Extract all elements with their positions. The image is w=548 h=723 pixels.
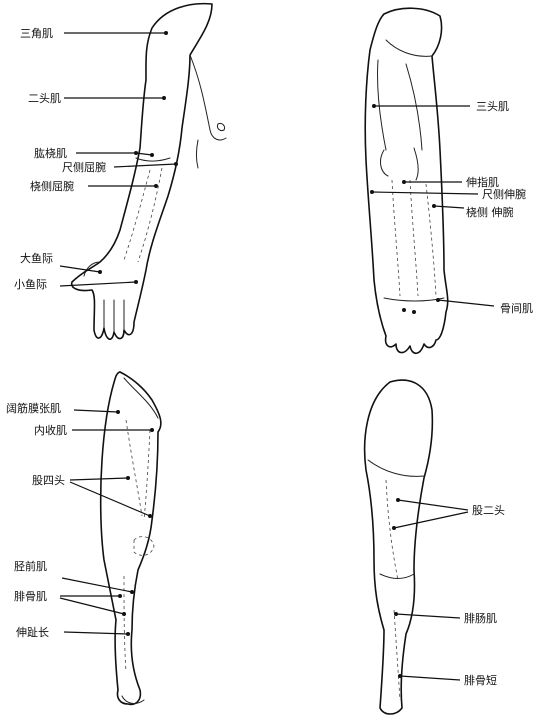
label-peroneus-short: 腓骨短 bbox=[464, 673, 497, 687]
arm-back-forearm-line-1 bbox=[391, 179, 401, 297]
leg-front-thigh-line-2 bbox=[143, 429, 151, 521]
motor-point-biceps bbox=[162, 96, 166, 100]
label-extensor-toe: 伸趾长 bbox=[16, 625, 49, 639]
arm-back-forearm-line-3 bbox=[425, 183, 437, 297]
arm-front-outline bbox=[70, 2, 213, 340]
leg-front-shin-line bbox=[123, 575, 127, 673]
motor-point-extensor-carpi-radialis bbox=[432, 204, 436, 208]
leg-front-patella bbox=[133, 536, 155, 556]
arm-back-shoulder-cap bbox=[385, 39, 433, 57]
lead-biceps-femoris-2 bbox=[393, 511, 469, 529]
label-hypothenar: 小鱼际 bbox=[14, 277, 47, 291]
arm-back-panel: 三头肌 伸指肌 尺侧伸腕 桡侧 伸腕 骨间肌 bbox=[364, 7, 533, 355]
motor-point-peroneus-1 bbox=[118, 594, 122, 598]
leg-back-buttock-crease bbox=[367, 459, 425, 477]
lead-peroneus-2 bbox=[59, 597, 125, 615]
arm-front-armpit-line bbox=[196, 139, 199, 169]
lead-extensor-carpi-radialis bbox=[433, 205, 465, 209]
leg-front-thigh-line-1 bbox=[125, 419, 143, 517]
motor-point-biceps-femoris-1 bbox=[396, 498, 400, 502]
motor-point-interosseous-2 bbox=[402, 308, 406, 312]
motor-point-tibialis-anterior bbox=[130, 590, 134, 594]
arm-back-forearm-line-2 bbox=[409, 179, 419, 297]
motor-point-biceps-femoris-2 bbox=[392, 526, 396, 530]
arm-front-elbow-crease bbox=[135, 157, 171, 162]
motor-point-hypothenar bbox=[134, 280, 138, 284]
lead-interosseous bbox=[437, 299, 495, 307]
label-thenar: 大鱼际 bbox=[20, 251, 53, 265]
motor-point-quadriceps-2 bbox=[148, 514, 152, 518]
motor-point-triceps bbox=[372, 104, 376, 108]
label-deltoid: 三角肌 bbox=[20, 27, 53, 40]
leg-back-outline bbox=[363, 379, 434, 715]
leg-back-calf-line bbox=[393, 609, 401, 701]
label-peroneus: 腓骨肌 bbox=[14, 590, 47, 603]
lead-extensor-carpi-ulnaris bbox=[371, 191, 479, 195]
label-flexor-carpi-radialis: 桡侧屈腕 bbox=[30, 179, 74, 193]
lead-thenar bbox=[59, 265, 101, 273]
arm-front-thumb bbox=[83, 261, 101, 277]
motor-point-peroneus-short bbox=[398, 674, 402, 678]
motor-point-deltoid bbox=[164, 31, 168, 35]
lead-peroneus-short bbox=[399, 675, 461, 681]
motor-point-extensor-toe bbox=[126, 632, 130, 636]
motor-point-brachioradialis-2 bbox=[150, 153, 154, 157]
motor-point-interosseous-3 bbox=[412, 310, 416, 314]
arm-back-triceps-edge-1 bbox=[376, 59, 387, 151]
lead-extensor-toe bbox=[63, 631, 129, 635]
motor-point-peroneus-2 bbox=[122, 612, 126, 616]
label-extensor-carpi-ulnaris: 尺侧伸腕 bbox=[482, 187, 526, 201]
arm-back-wrist bbox=[383, 297, 445, 302]
lead-flexor-carpi-ulnaris bbox=[113, 163, 177, 168]
motor-point-adductor bbox=[150, 428, 154, 432]
leg-front-outline bbox=[99, 371, 162, 706]
label-flexor-carpi-ulnaris: 尺侧屈腕 bbox=[62, 160, 106, 174]
lead-gastrocnemius bbox=[395, 613, 461, 619]
label-extensor-digitorum: 伸指肌 bbox=[466, 175, 499, 189]
arm-front-chest-line bbox=[189, 54, 227, 141]
motor-point-quadriceps-1 bbox=[126, 476, 130, 480]
motor-point-extensor-carpi-ulnaris bbox=[370, 190, 374, 194]
lead-hypothenar bbox=[59, 281, 137, 287]
lead-quadriceps-1 bbox=[69, 477, 129, 481]
arm-back-outline bbox=[364, 7, 449, 355]
leg-back-thigh-line bbox=[385, 479, 399, 581]
motor-point-flexor-carpi-ulnaris bbox=[174, 162, 178, 166]
arm-back-triceps-edge-2 bbox=[405, 63, 423, 151]
label-tensor-fasciae-latae: 阔筋膜张肌 bbox=[6, 401, 61, 415]
leg-front-panel: 阔筋膜张肌 内收肌 股四头 胫前肌 腓骨肌 伸趾长 bbox=[6, 371, 162, 706]
leg-back-knee bbox=[379, 573, 415, 579]
arm-back-elbow bbox=[380, 147, 419, 181]
label-adductor: 内收肌 bbox=[34, 423, 67, 437]
motor-point-thenar bbox=[98, 270, 102, 274]
label-interosseous: 骨间肌 bbox=[500, 302, 533, 315]
leg-front-hip-line bbox=[123, 377, 159, 419]
leg-back-panel: 股二头 腓肠肌 腓骨短 bbox=[363, 379, 505, 715]
motor-point-tensor-fasciae-latae bbox=[116, 410, 120, 414]
arm-front-nipple bbox=[217, 123, 225, 131]
motor-point-gastrocnemius bbox=[394, 612, 398, 616]
label-quadriceps: 股四头 bbox=[32, 474, 65, 487]
arm-front-fingers bbox=[103, 299, 125, 333]
lead-biceps-femoris-1 bbox=[397, 499, 469, 511]
arm-front-forearm-line-2 bbox=[137, 167, 163, 263]
label-gastrocnemius: 腓肠肌 bbox=[464, 612, 497, 625]
lead-quadriceps-2 bbox=[69, 481, 151, 517]
label-biceps-femoris: 股二头 bbox=[472, 504, 505, 517]
label-extensor-carpi-radialis: 桡侧 伸腕 bbox=[466, 205, 514, 219]
lead-tensor-fasciae-latae bbox=[73, 409, 119, 413]
arm-front-forearm-line-1 bbox=[123, 169, 151, 261]
label-tibialis-anterior: 胫前肌 bbox=[14, 559, 47, 573]
motor-point-interosseous bbox=[436, 298, 440, 302]
arm-front-panel: 三角肌 二头肌 肱桡肌 尺侧屈腕 桡侧屈腕 大鱼际 小鱼际 bbox=[14, 2, 227, 340]
lead-brachioradialis-2 bbox=[135, 152, 153, 156]
lead-tibialis-anterior bbox=[61, 577, 133, 593]
motor-point-flexor-carpi-radialis bbox=[154, 184, 158, 188]
label-biceps: 二头肌 bbox=[28, 92, 61, 105]
motor-point-extensor-digitorum bbox=[402, 180, 406, 184]
label-brachioradialis: 肱桡肌 bbox=[34, 146, 67, 160]
leg-front-foot bbox=[121, 695, 145, 704]
label-triceps: 三头肌 bbox=[476, 100, 509, 113]
